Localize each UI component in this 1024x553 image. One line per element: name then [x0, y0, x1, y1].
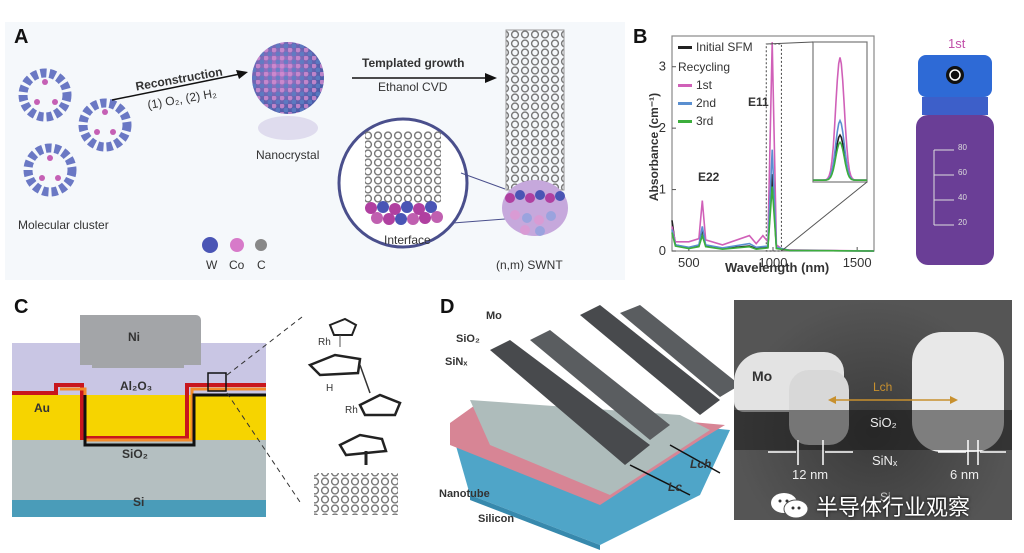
rh-dimer-molecule: [307, 317, 402, 515]
y-tick-label: 1: [659, 182, 666, 197]
ethanol-cvd-label: Ethanol CVD: [378, 80, 448, 94]
tem-sio2-band: [734, 410, 1012, 450]
series-line-3rd: [671, 186, 875, 252]
molecular-cluster-graphic: [18, 68, 132, 197]
bottle-label: 1st: [948, 36, 966, 51]
legend-item-3rd: 3rd: [678, 114, 713, 128]
x-tick-label: 500: [678, 255, 700, 270]
recycle-icon: [946, 66, 964, 84]
bottle-graphic: [916, 55, 994, 265]
w-atom-icon: [202, 237, 218, 253]
molecular-cluster-label: Molecular cluster: [18, 218, 109, 232]
cluster-1: [18, 68, 132, 197]
x-tick-label: 1000: [759, 255, 788, 270]
legend-item-initial-sfm: Initial SFM: [678, 40, 753, 54]
device-3d-schematic: [450, 305, 740, 550]
tem-right-contact: 6 nm: [950, 467, 979, 482]
d-label-lch: Lch: [690, 457, 712, 471]
zoom-dashed-lines: [226, 316, 303, 506]
panel-a-label: A: [14, 26, 29, 48]
layer-ni: Ni: [128, 330, 140, 344]
inset-line-3rd: [813, 140, 867, 181]
legend-swatch: [678, 120, 692, 124]
e11-annotation: E11: [748, 95, 769, 109]
legend-swatch: [678, 102, 692, 106]
zoom-region: [765, 43, 782, 252]
x-axis-label: Wavelength (nm): [725, 260, 830, 275]
y-axis-label: Absorbance (cm⁻¹): [647, 92, 662, 202]
layer-au: Au: [34, 401, 50, 415]
legend-atoms: [202, 237, 267, 253]
tem-lch-label: Lch: [873, 380, 893, 394]
rh-bottom-label: Rh: [345, 405, 358, 416]
co-atom-icon: [230, 238, 244, 252]
interface-label: Interface: [384, 233, 431, 247]
bottle-scale-60: 60: [958, 168, 967, 177]
legend-swatch: [678, 84, 692, 88]
nanocrystal-graphic: [252, 42, 324, 140]
layer-sio2: SiO₂: [122, 447, 149, 461]
d-label-mo: Mo: [486, 310, 502, 322]
rh-top-label: Rh: [318, 337, 331, 348]
legend-text: Initial SFM: [696, 40, 753, 54]
swnt-graphic: [502, 29, 568, 236]
legend-text: 3rd: [696, 114, 714, 128]
legend-text: 2nd: [696, 96, 717, 110]
tem-sio2-label: SiO₂: [870, 415, 897, 430]
inset-frame: [812, 41, 868, 183]
d-label-nanotube: Nanotube: [439, 488, 490, 500]
panel-d-label: D: [440, 296, 455, 318]
templated-growth-arrow: [352, 73, 497, 83]
inset-connector: [781, 181, 868, 252]
watermark-text: 半导体行业观察: [816, 496, 971, 521]
nanocrystal-label: Nanocrystal: [256, 148, 320, 162]
legend-item-2nd: 2nd: [678, 96, 716, 110]
bottle-scale-40: 40: [958, 193, 967, 202]
legend-c: C: [257, 258, 266, 272]
d-label-silicon: Silicon: [478, 513, 515, 525]
tem-left-contact: 12 nm: [792, 467, 829, 482]
x-tick-label: 1500: [843, 255, 872, 270]
absorbance-chart: 500 1000 1500 0 1 2 3: [659, 35, 875, 270]
tem-sinx-label: SiNₓ: [872, 453, 898, 468]
tem-mo-label: Mo: [752, 368, 773, 384]
templated-growth-label: Templated growth: [362, 56, 465, 70]
swnt-label: (n,m) SWNT: [496, 258, 563, 272]
c-atom-icon: [255, 239, 267, 251]
tem-lch-arrow: [828, 396, 958, 404]
device-cross-section: [12, 315, 266, 517]
legend-swatch: [678, 46, 692, 50]
legend-header: Recycling: [678, 60, 731, 74]
panel-b-label: B: [633, 26, 648, 48]
interface-zoom-circle: [337, 117, 506, 249]
legend-w: W: [206, 258, 218, 272]
bottle-scale-20: 20: [958, 218, 967, 227]
h-label: H: [326, 383, 334, 394]
d-label-sio2: SiO₂: [456, 333, 480, 345]
y-tick-label: 2: [659, 120, 666, 135]
layer-si: Si: [133, 495, 145, 509]
d-label-sinx: SiNₓ: [445, 356, 468, 368]
legend-text: 1st: [696, 78, 713, 92]
layer-al2o3: Al₂O₃: [120, 379, 153, 393]
legend-item-1st: 1st: [678, 78, 712, 92]
watermark: 半导体行业观察: [770, 490, 970, 522]
tem-contact-markers: [768, 440, 1006, 465]
tem-si-label: Si: [880, 490, 891, 504]
panel-c-label: C: [14, 296, 29, 318]
series-line-1st: [671, 42, 875, 252]
d-label-lc: Lc: [668, 480, 683, 494]
wechat-icon: [771, 493, 809, 519]
y-tick-label: 3: [659, 59, 666, 74]
inset-connector: [766, 41, 814, 45]
reconstruction-arrow: [111, 70, 248, 101]
y-tick-label: 0: [659, 243, 666, 258]
e22-annotation: E22: [698, 170, 720, 184]
bottle-scale-80: 80: [958, 143, 967, 152]
legend-co: Co: [229, 258, 245, 272]
tem-image: [734, 300, 1012, 520]
